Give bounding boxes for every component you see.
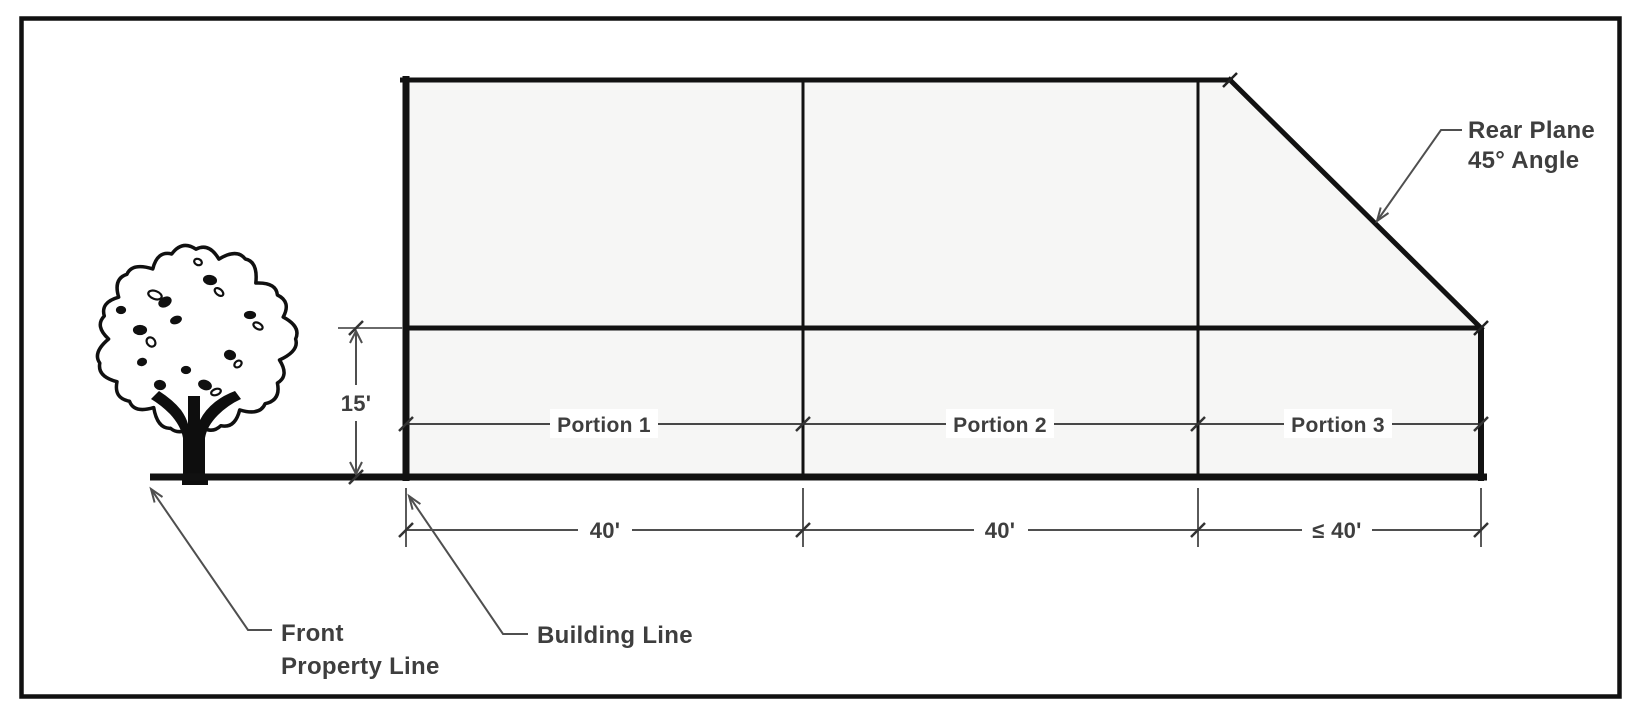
portion-3-label: Portion 3	[1291, 414, 1385, 437]
building-line-annotation: Building Line	[407, 493, 693, 649]
leaf-cluster	[153, 379, 167, 391]
front-property-label-line1: Front	[281, 620, 344, 647]
leaf-cluster	[136, 357, 148, 367]
leaf-cluster	[115, 305, 127, 315]
label-backing	[550, 409, 658, 438]
tick-mark	[398, 416, 414, 432]
height-dimension: 15'	[332, 320, 403, 485]
witness-lines	[405, 488, 1482, 547]
leaf-cluster	[198, 379, 212, 391]
tree-leaf-clusters	[115, 257, 264, 397]
outer-frame	[19, 16, 1622, 699]
label-backing	[578, 514, 632, 545]
building-envelope-fill	[406, 80, 1481, 477]
arrow-down-icon	[349, 461, 363, 477]
building-line-label: Building Line	[537, 622, 693, 649]
leaf-cluster	[147, 289, 163, 301]
tick-mark	[348, 469, 364, 485]
leaf-cluster	[243, 310, 257, 320]
width-le-40-label-3: ≤ 40'	[1312, 518, 1361, 543]
tick-mark	[795, 416, 811, 432]
leaf-cluster	[180, 365, 192, 375]
leaf-cluster	[202, 274, 218, 286]
leaf-cluster	[158, 296, 172, 308]
leaf-cluster	[132, 324, 148, 336]
leaf-cluster	[252, 321, 264, 331]
tick-mark	[1473, 416, 1489, 432]
leaf-cluster	[233, 359, 243, 369]
tick-mark	[1222, 72, 1238, 88]
leaf-cluster	[145, 336, 157, 348]
tick-mark	[1473, 320, 1489, 336]
leader-arrow-icon	[407, 493, 421, 510]
building-line-leader-line	[408, 495, 528, 635]
leader-arrow-icon	[1375, 207, 1390, 224]
rear-plane-leader-line	[1376, 129, 1462, 222]
front-property-leader-line	[150, 488, 272, 631]
label-backing	[1302, 514, 1372, 545]
leader-arrow-icon	[149, 486, 164, 503]
portion-line-ticks	[398, 416, 1489, 432]
label-backing	[974, 514, 1028, 545]
arrow-up-icon	[349, 328, 363, 344]
rear-plane-label-line1: Rear Plane	[1468, 117, 1595, 144]
label-backing	[332, 385, 380, 421]
leaf-cluster	[170, 315, 182, 325]
rear-plane-annotation: Rear Plane 45° Angle	[1375, 117, 1595, 224]
front-property-line-annotation: Front Property Line	[149, 486, 440, 680]
tree-trunk-base	[182, 477, 208, 485]
tree-trunk	[151, 391, 241, 477]
tick-mark	[795, 522, 811, 538]
width-40-label-2: 40'	[985, 518, 1016, 543]
tick-mark	[1190, 416, 1206, 432]
portion-2-label: Portion 2	[953, 414, 1047, 437]
label-backing	[1284, 409, 1392, 438]
width-40-label-1: 40'	[590, 518, 621, 543]
tree-illustration	[95, 243, 299, 485]
tick-mark	[348, 320, 364, 336]
tick-mark	[1473, 522, 1489, 538]
tick-mark	[1190, 522, 1206, 538]
portion-dimension: Portion 1 Portion 2 Portion 3	[398, 409, 1489, 438]
height-dimension-label: 15'	[341, 391, 372, 416]
leaf-cluster	[210, 387, 222, 397]
leaf-cluster	[223, 349, 237, 361]
width-line-ticks	[398, 522, 1489, 538]
diagonal-end-ticks	[1222, 72, 1489, 336]
portion-1-label: Portion 1	[557, 414, 651, 437]
width-dimension: 40' 40' ≤ 40'	[398, 488, 1489, 547]
label-backing	[946, 409, 1054, 438]
front-property-label-line2: Property Line	[281, 653, 440, 680]
leaf-cluster	[193, 257, 203, 267]
leaf-cluster	[213, 286, 225, 298]
tick-mark	[398, 522, 414, 538]
rear-plane-diagonal-line	[1226, 76, 1485, 332]
rear-plane-label-line2: 45° Angle	[1468, 147, 1579, 174]
building-outline	[400, 76, 1485, 481]
